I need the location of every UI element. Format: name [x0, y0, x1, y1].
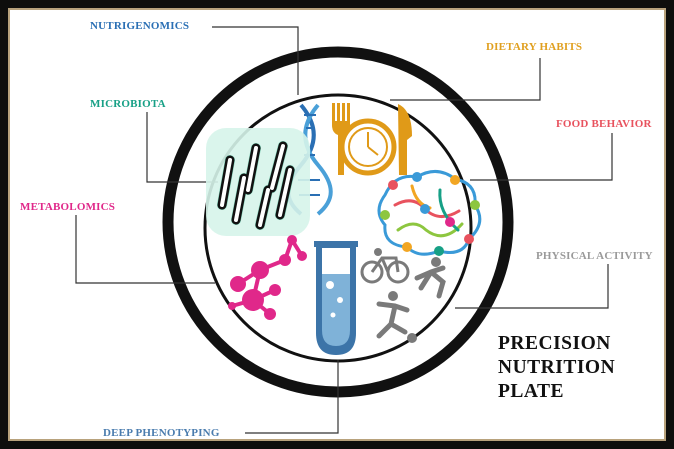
test-tube-icon [314, 241, 358, 355]
label-dietary-habits: DIETARY HABITS [486, 41, 583, 53]
knife-icon [398, 104, 412, 175]
diagram-title: PRECISION NUTRITION PLATE [498, 332, 615, 404]
label-microbiota: MICROBIOTA [90, 98, 166, 110]
plate-diagram [75, 26, 613, 434]
clock-plate-icon [332, 103, 412, 176]
title-line-1: PRECISION [498, 333, 611, 354]
label-deep-phenotyping: DEEP PHENOTYPING [103, 427, 220, 439]
leader-nutrigenomics [212, 26, 299, 95]
title-line-2: NUTRITION [498, 357, 616, 378]
leader-microbiota [146, 112, 218, 183]
title-line-3: PLATE [498, 381, 565, 402]
brain-network-icon [377, 170, 482, 256]
runner-icon [414, 257, 446, 299]
molecule-icon [228, 235, 307, 320]
bicycle-icon [360, 256, 410, 284]
label-food-behavior: FOOD BEHAVIOR [556, 118, 652, 130]
leader-dietary-habits [390, 58, 541, 101]
diagram-canvas: NUTRIGENOMICS DIETARY HABITS MICROBIOTA … [10, 10, 664, 439]
bacteria-icon [206, 128, 310, 236]
soccer-player-icon [376, 291, 417, 343]
leader-metabolomics [75, 215, 215, 284]
clock-icon [339, 118, 397, 176]
label-physical-activity: PHYSICAL ACTIVITY [536, 250, 653, 262]
leader-lines [75, 26, 613, 434]
label-metabolomics: METABOLOMICS [20, 201, 116, 213]
exercise-icon [360, 248, 446, 343]
leader-deep-phenotyping [245, 360, 339, 434]
label-nutrigenomics: NUTRIGENOMICS [90, 20, 190, 32]
leader-physical-activity [455, 264, 609, 309]
leader-food-behavior [470, 133, 613, 181]
